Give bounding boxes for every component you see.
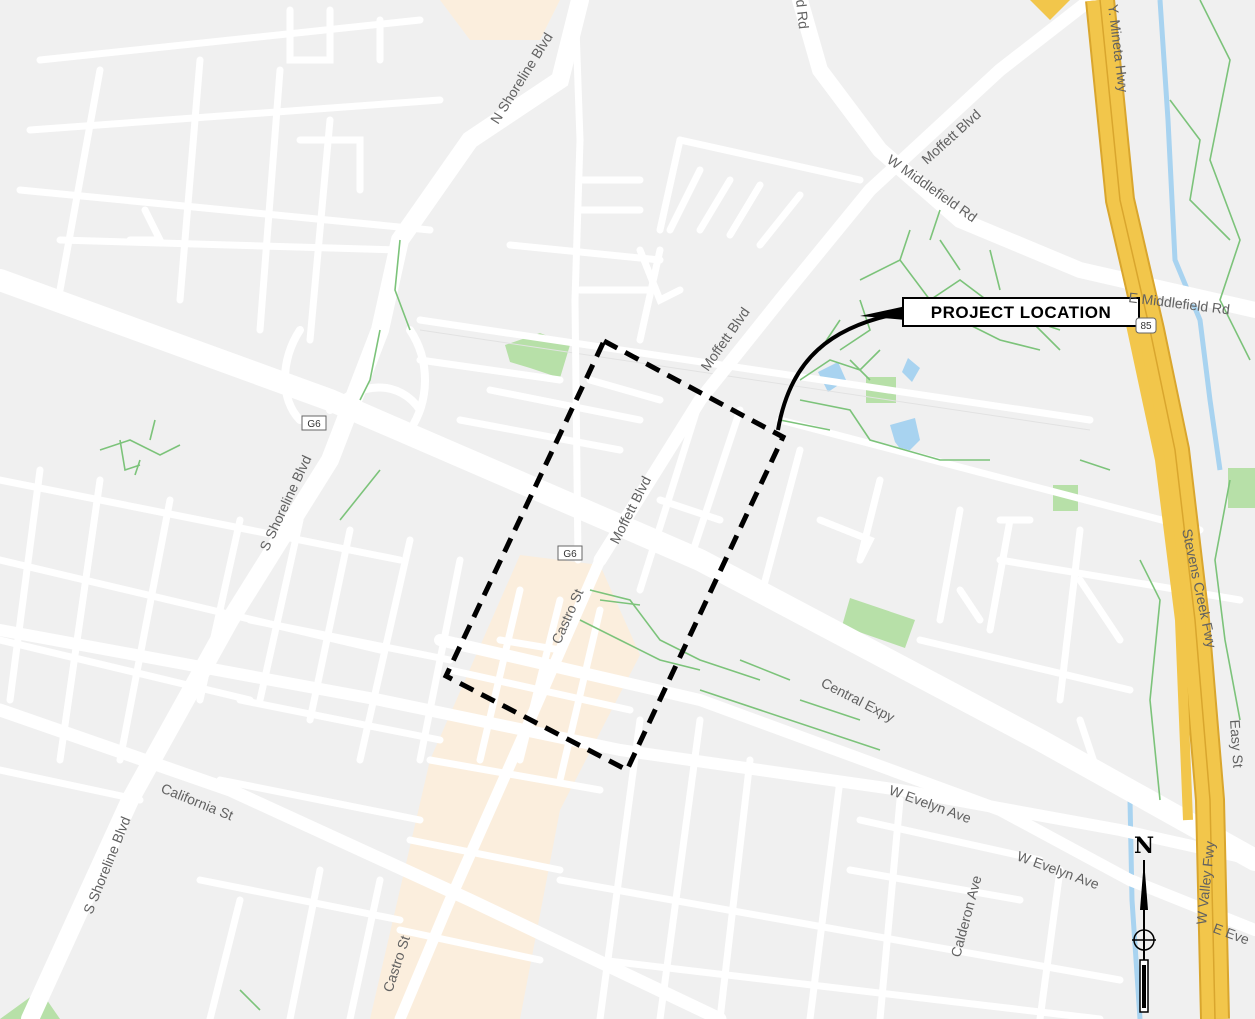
callout-leader-thick bbox=[860, 306, 906, 320]
freeway-85 bbox=[1085, 0, 1230, 1019]
park-area bbox=[1228, 468, 1255, 508]
water-feature bbox=[890, 418, 920, 455]
north-arrow-label: N bbox=[1134, 833, 1154, 859]
hwy-85-shield: 85 bbox=[1135, 317, 1157, 334]
park-area bbox=[1030, 0, 1070, 20]
trails bbox=[99, 0, 1251, 1011]
callout-leader bbox=[776, 310, 907, 431]
park-area bbox=[505, 333, 570, 378]
project-location-callout: PROJECT LOCATION bbox=[902, 297, 1140, 327]
svg-text:85: 85 bbox=[1140, 321, 1152, 332]
street-label-rd-top: d Rd bbox=[793, 0, 812, 30]
svg-text:G6: G6 bbox=[307, 419, 321, 430]
project-boundary bbox=[442, 337, 787, 774]
north-arrow: N bbox=[1132, 833, 1156, 1013]
project-location-label: PROJECT LOCATION bbox=[931, 303, 1112, 322]
downtown-top-tint bbox=[440, 0, 560, 40]
g6-shield-east: G6 bbox=[557, 545, 583, 561]
park-area bbox=[842, 598, 915, 648]
g6-shield-west: G6 bbox=[301, 415, 327, 431]
svg-text:G6: G6 bbox=[563, 549, 577, 560]
minor-streets bbox=[0, 6, 1244, 1019]
block-outlines bbox=[419, 329, 1091, 431]
street-label-easy-st: Easy St bbox=[1227, 719, 1246, 768]
water-feature bbox=[902, 358, 920, 382]
